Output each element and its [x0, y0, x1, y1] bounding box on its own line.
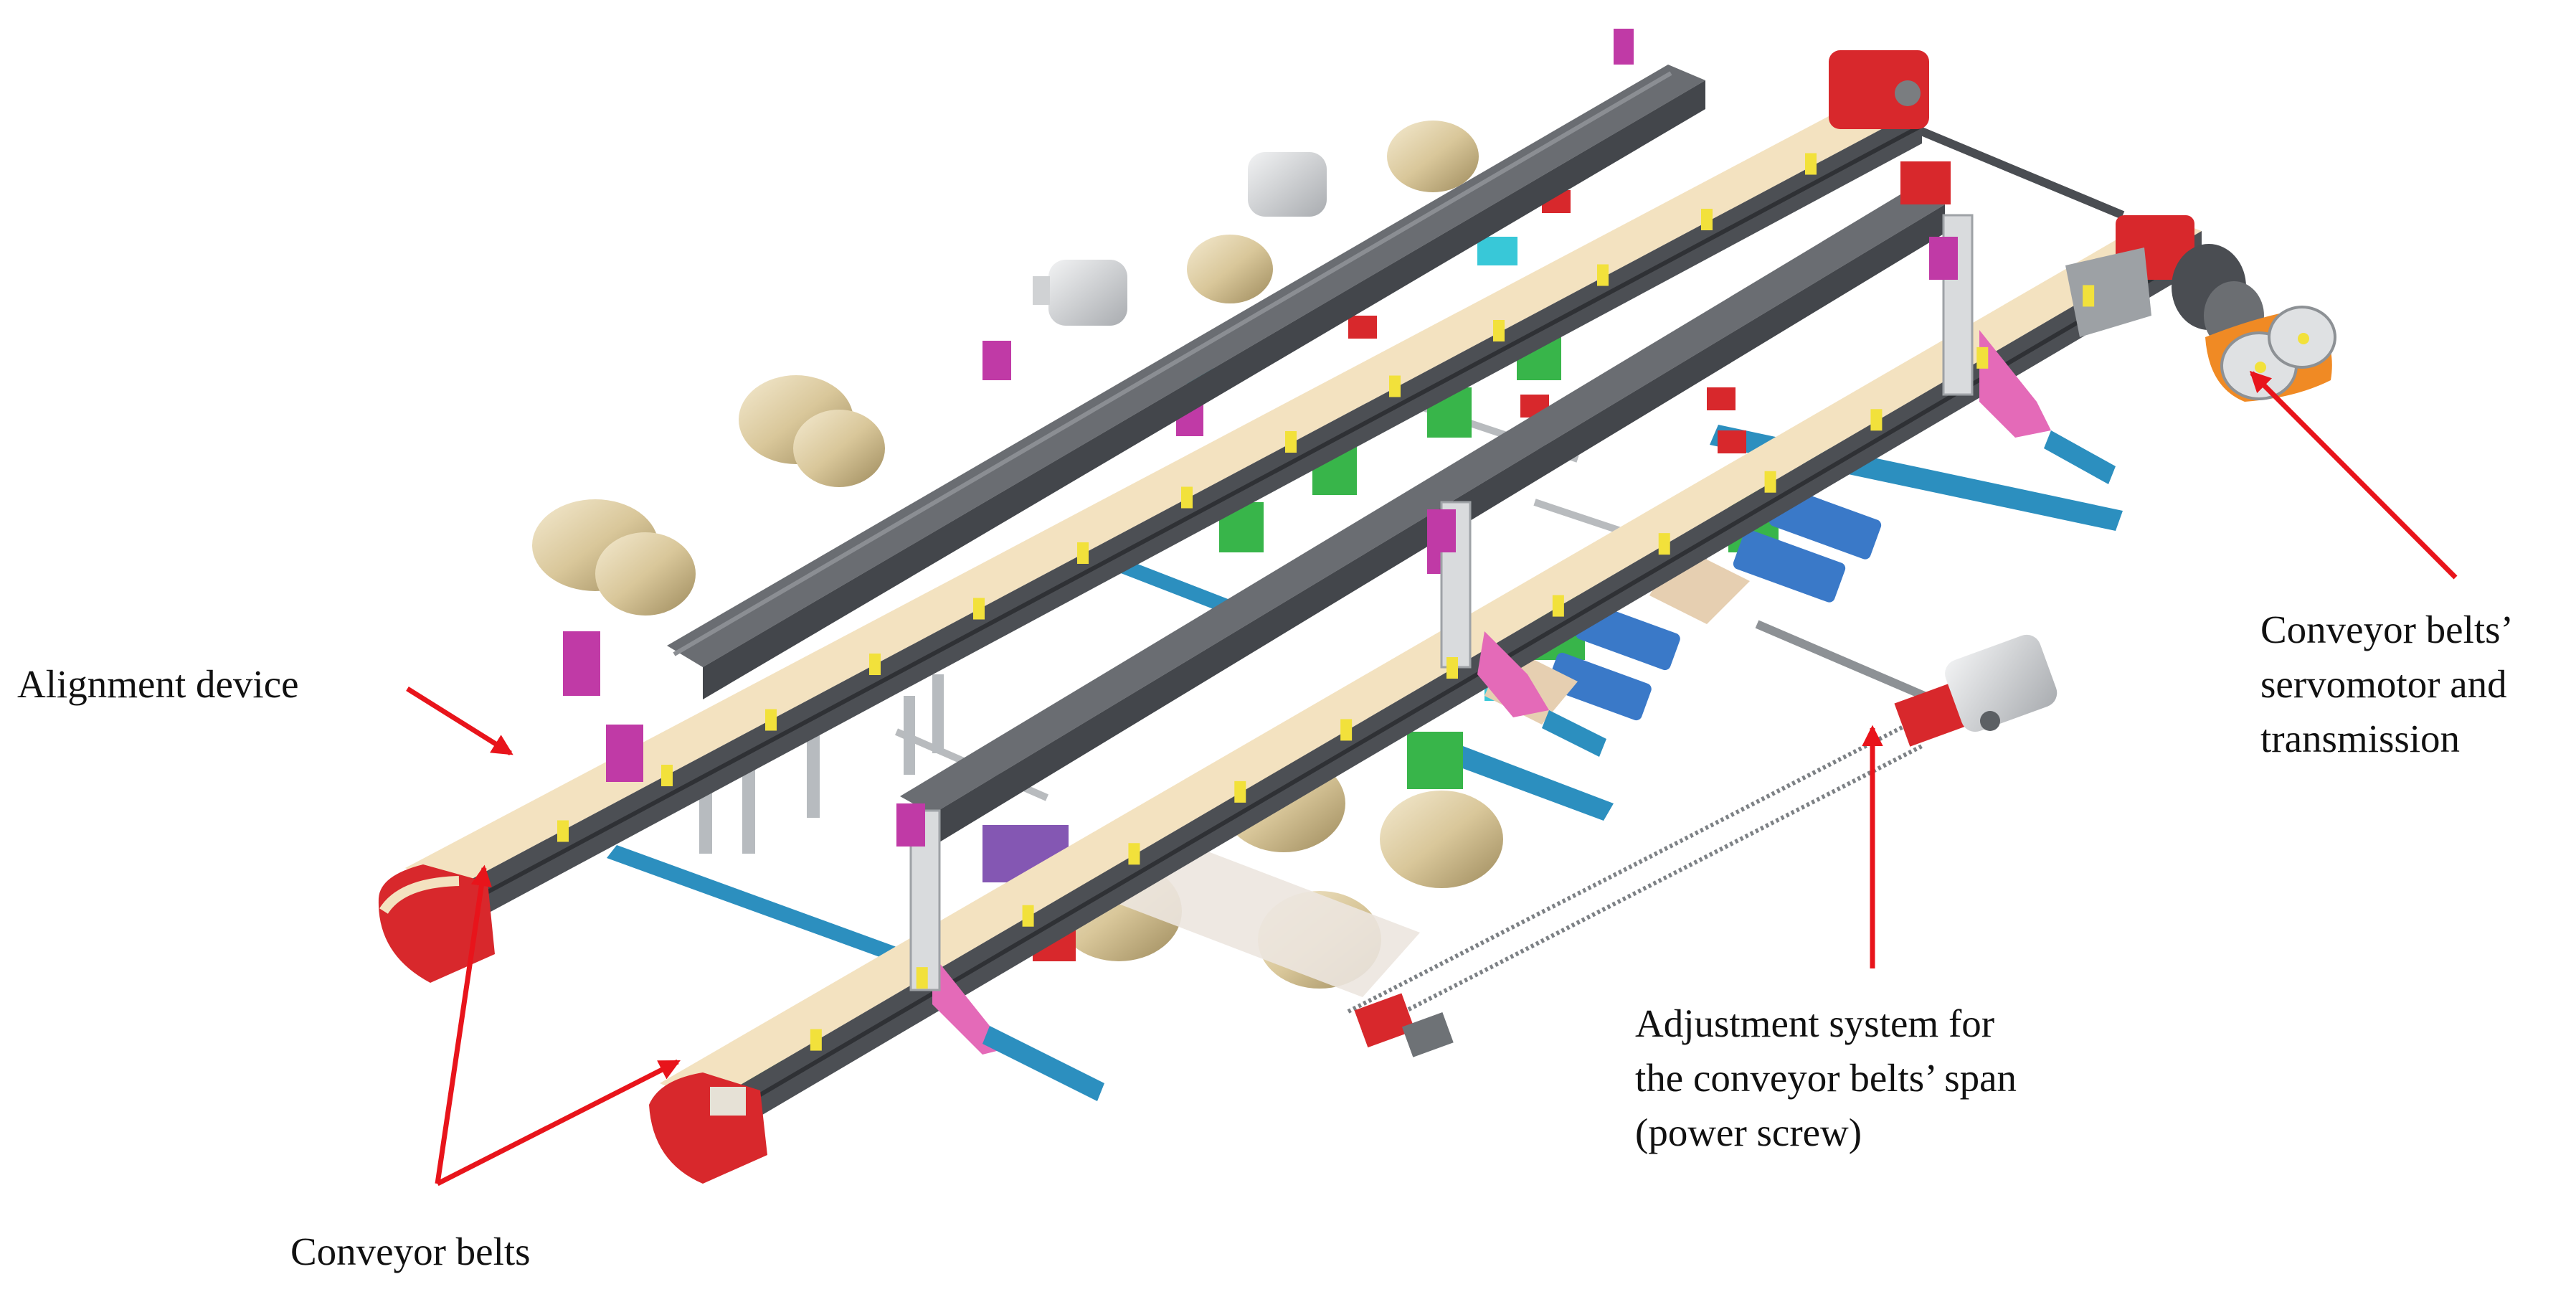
adjustment-motor [1894, 634, 2058, 747]
label-servomotor-line-3: transmission [2260, 717, 2461, 760]
belt-clip [1389, 375, 1401, 397]
belt-clip [1870, 409, 1883, 431]
motor [1187, 152, 1327, 303]
belt-clip [810, 1029, 822, 1051]
label-adjustment-system: Adjustment system for the conveyor belts… [1635, 996, 2017, 1160]
arrow-alignment-device [406, 687, 513, 755]
arrow-conveyor-belt-2 [436, 1059, 681, 1187]
label-servomotor-line-1: Conveyor belts’ [2260, 608, 2514, 651]
motor [1033, 260, 1127, 326]
belt-clip [1552, 595, 1564, 617]
belt-clip [557, 820, 569, 842]
motor [1387, 121, 1479, 192]
belt-clip [973, 598, 985, 620]
label-conveyor-belts: Conveyor belts [290, 1225, 531, 1279]
label-adjustment-line-2: the conveyor belts’ span [1635, 1056, 2017, 1100]
front-end-cap [378, 864, 495, 983]
arrow-servomotor [2249, 370, 2458, 580]
belt-clip [1181, 486, 1193, 509]
belt-clip [765, 709, 777, 731]
label-adjustment-line-3: (power screw) [1635, 1111, 1862, 1154]
front-rail-assembly [649, 161, 2203, 1184]
belt-clip [1701, 209, 1713, 230]
motor [739, 375, 885, 487]
belt-clip [1805, 153, 1817, 175]
label-servomotor-line-2: servomotor and [2260, 662, 2507, 706]
belt-clip [1446, 657, 1458, 679]
rear-end-cap [1829, 50, 1929, 129]
belt-clip [869, 654, 881, 675]
label-alignment-device: Alignment device [17, 657, 299, 712]
belt-clip [661, 765, 673, 786]
arrow-conveyor-belt-1 [435, 864, 492, 1184]
rear-rail-assembly [378, 50, 1929, 983]
label-conveyor-belts-text: Conveyor belts [290, 1230, 531, 1273]
callout-arrows [406, 370, 2458, 1187]
belt-clip [1077, 542, 1089, 564]
belt-clip [916, 967, 928, 989]
belt-clip [1285, 431, 1297, 453]
label-adjustment-line-1: Adjustment system for [1635, 1001, 1995, 1045]
belt-clip [1764, 471, 1776, 493]
belt-clips [557, 153, 2095, 1051]
belt-clip [1022, 905, 1034, 927]
belt-clip [1128, 843, 1140, 865]
servomotor-transmission [2065, 244, 2336, 402]
belt-clip [1340, 719, 1353, 741]
front-end-cap [649, 1072, 767, 1184]
label-servomotor: Conveyor belts’ servomotor and transmiss… [2260, 603, 2514, 766]
label-alignment-device-text: Alignment device [17, 662, 299, 706]
belt-clip [2083, 285, 2095, 307]
belt-clip [1493, 320, 1505, 341]
adjustment-motor-lower [1354, 993, 1454, 1057]
belt-clip [1976, 346, 1989, 369]
motor [532, 499, 696, 616]
drive-motors [532, 121, 1479, 616]
belt-clip [1597, 264, 1609, 286]
belt-clip [1658, 533, 1670, 555]
belt-clip [1234, 781, 1246, 803]
power-screw-system [1347, 620, 2058, 1057]
